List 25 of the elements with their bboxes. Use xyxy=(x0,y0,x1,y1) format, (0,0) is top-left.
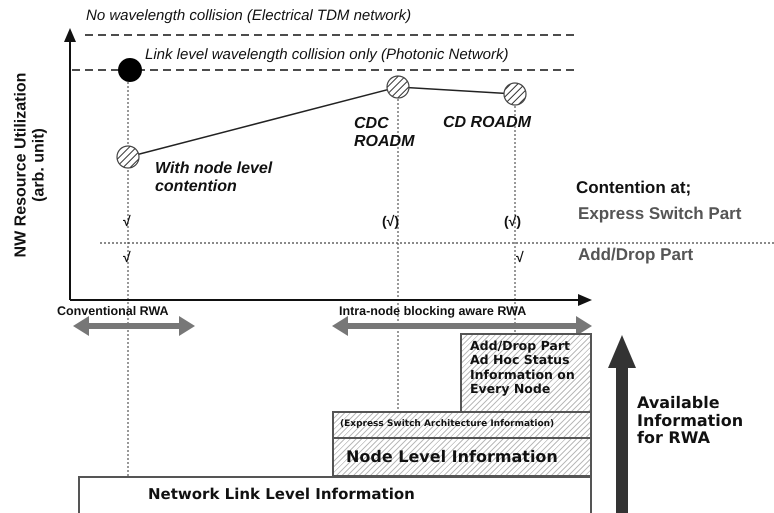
box-text: Add/Drop Part Ad Hoc Status Information on Every Node xyxy=(469,337,576,398)
check-mark: √ xyxy=(516,250,524,266)
check-mark: (√) xyxy=(504,214,522,230)
hatched-info-box xyxy=(460,333,592,413)
check-mark: (√) xyxy=(382,214,400,230)
point-label: CDC ROADM xyxy=(354,115,414,150)
line-label: Link level wavelength collision only (Photonic Network) xyxy=(145,47,509,64)
line-label: No wavelength collision (Electrical TDM network) xyxy=(86,8,412,24)
arrow-label: Available Information for RWA xyxy=(637,394,744,447)
box-text: (Express Switch Architecture Information) xyxy=(339,418,556,431)
range-label: Conventional RWA xyxy=(57,305,169,319)
info-box xyxy=(78,476,592,513)
axis-title: NW Resource Utilization (arb. unit) xyxy=(12,72,48,260)
check-mark: √ xyxy=(123,250,131,266)
point-label: With node level contention xyxy=(155,160,274,196)
range-label: Intra-node blocking aware RWA xyxy=(339,305,526,319)
box-text: Node Level Information xyxy=(345,446,559,468)
table-heading: Contention at; xyxy=(576,179,692,198)
hatched-info-box xyxy=(332,437,592,477)
hatched-info-box xyxy=(332,411,592,439)
row-label: Add/Drop Part xyxy=(578,246,694,265)
box-text: Network Link Level Information xyxy=(147,484,416,505)
row-label: Express Switch Part xyxy=(578,205,742,224)
point-label: CD ROADM xyxy=(443,114,531,132)
check-mark: √ xyxy=(123,214,131,230)
